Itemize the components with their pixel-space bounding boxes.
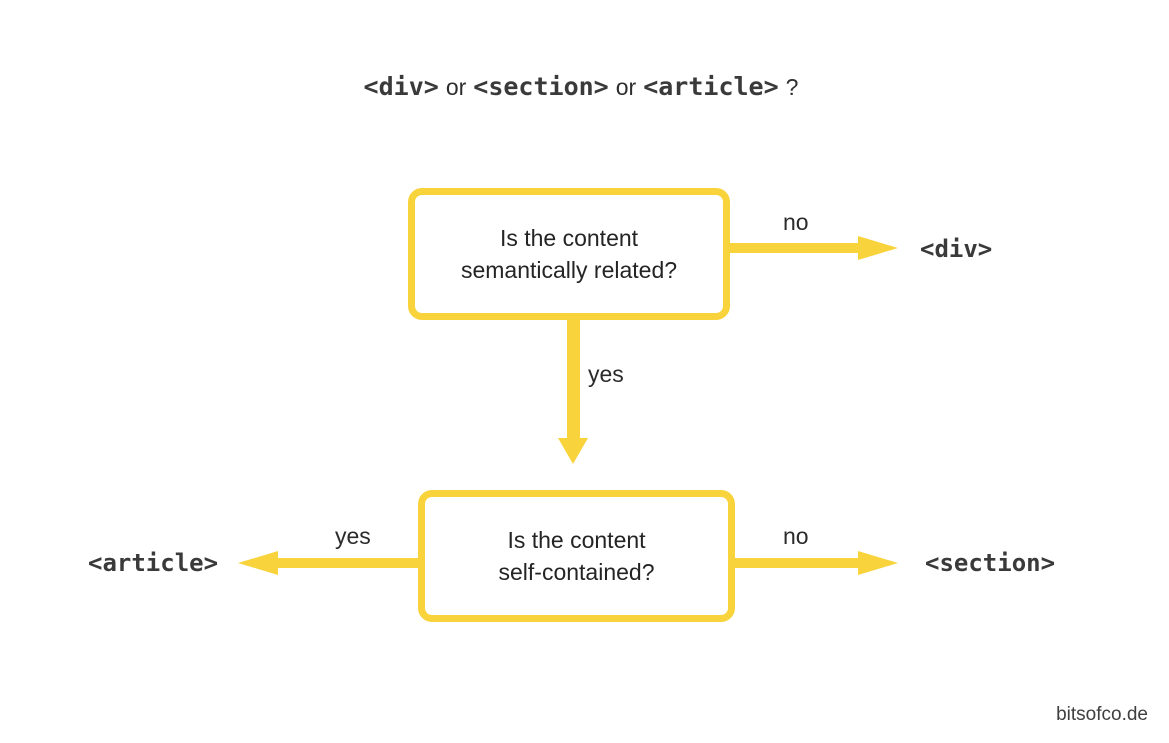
node1-no-arrow-shaft [730,243,862,253]
title-code-div: <div> [363,72,439,101]
result-section: <section> [925,549,1056,577]
title-question-mark: ? [785,74,799,100]
node2-no-arrowhead-icon [858,551,898,575]
node1-yes-label: yes [588,361,624,387]
node2-no-arrow-shaft [735,558,862,568]
decision-node-semantically-related: Is the content semantically related? [408,188,730,320]
title-or-2: or [615,74,637,100]
node2-question: Is the content self-contained? [498,526,655,585]
node1-no-label: no [783,209,809,235]
credit-watermark: bitsofco.de [1056,704,1148,725]
title-code-article: <article> [643,72,779,101]
node1-yes-arrow-shaft [567,316,580,438]
result-div: <div> [920,235,993,263]
node2-no-label: no [783,523,809,549]
page-title: <div>or<section>or<article>? [0,72,1169,101]
decision-node-self-contained: Is the content self-contained? [418,490,735,622]
result-article: <article> [88,549,219,577]
node1-no-arrowhead-icon [858,236,898,260]
node1-question: Is the content semantically related? [460,224,678,283]
node2-yes-label: yes [335,523,371,549]
node1-yes-arrowhead-icon [558,438,588,464]
title-or-1: or [445,74,467,100]
node2-yes-arrowhead-icon [238,551,278,575]
node2-yes-arrow-shaft [276,558,418,568]
title-code-section: <section> [473,72,609,101]
